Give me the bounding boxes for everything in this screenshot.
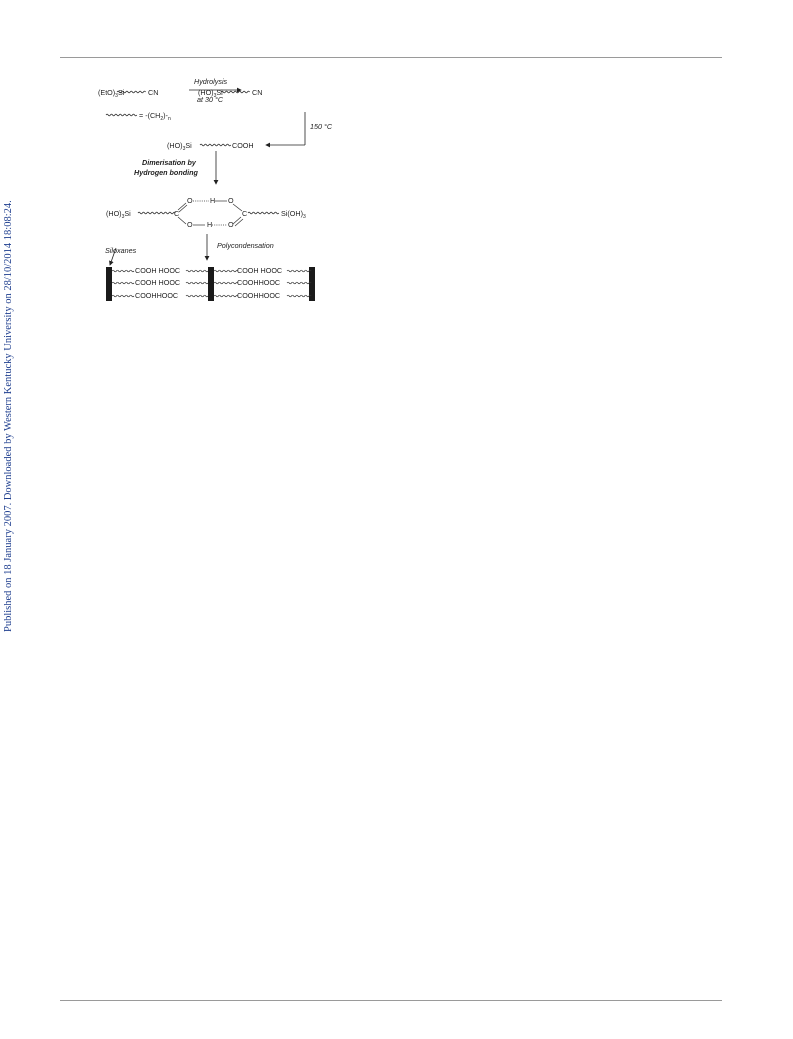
network-chain-wavy <box>185 294 209 298</box>
network-chain-wavy <box>111 281 135 285</box>
publication-sidebar-note: Published on 18 January 2007. Downloaded… <box>3 200 14 632</box>
hydrogen-bonded-dimer: (HO)3Si C O H O O H O C Si(OH)3 <box>106 196 306 229</box>
svg-text:H: H <box>210 196 215 205</box>
svg-text:C: C <box>242 209 247 218</box>
svg-text:COOH: COOH <box>232 141 254 150</box>
siloxanes-label: Siloxanes <box>105 246 137 255</box>
network-chain-wavy <box>111 269 135 273</box>
chain-definition: = -(CH2)-n <box>139 111 171 122</box>
network-chain-wavy <box>213 294 239 298</box>
svg-text:(HO)3Si: (HO)3Si <box>106 209 131 220</box>
carboxylic-acid-product: (HO)3Si COOH <box>167 141 254 152</box>
network-chain-wavy <box>185 269 209 273</box>
svg-text:O: O <box>228 196 234 205</box>
header-rule <box>60 57 722 58</box>
network-acid-pair-label: COOH HOOC <box>135 278 180 287</box>
alkyl-chain-legend-wavy <box>105 113 138 117</box>
network-acid-pair-label: COOH HOOC <box>237 266 282 275</box>
network-chain-wavy <box>213 281 239 285</box>
polycondensation-label: Polycondensation <box>217 241 274 250</box>
svg-text:(HO)3Si: (HO)3Si <box>167 141 192 152</box>
svg-text:O: O <box>228 220 234 229</box>
svg-text:O: O <box>187 220 193 229</box>
network-acid-pair-label: COOHHOOC <box>237 291 280 300</box>
network-acid-pair-label: COOH HOOC <box>135 266 180 275</box>
svg-text:CN: CN <box>148 88 158 97</box>
step1-product: (HO)3Si CN <box>198 88 262 99</box>
alkyl-chain-wavy <box>116 90 146 94</box>
network-acid-pair-label: COOHHOOC <box>237 278 280 287</box>
network-chain-wavy <box>111 294 135 298</box>
hydrolysis-label: Hydrolysis <box>194 77 228 86</box>
alkyl-chain-wavy <box>220 90 250 94</box>
siloxane-network: Siloxanes COOH HOOC COOH HOOC COOH HOOC COO… <box>105 246 315 301</box>
svg-text:C: C <box>174 209 179 218</box>
alkyl-chain-wavy <box>247 211 280 215</box>
reaction-scheme-figure: (EtO)3Si CN Hydrolysis at 30 °C (HO)3Si … <box>98 77 333 301</box>
heating-temperature: 150 °C <box>310 122 333 131</box>
network-chain-wavy <box>286 294 312 298</box>
network-chain-wavy <box>286 281 312 285</box>
svg-text:H: H <box>207 220 212 229</box>
alkyl-chain-wavy <box>137 211 176 215</box>
footer-rule <box>60 1000 722 1001</box>
network-chain-wavy <box>213 269 239 273</box>
hydrolysis-temperature: at 30 °C <box>197 95 224 104</box>
network-acid-pair-label: COOHHOOC <box>135 291 178 300</box>
step1-reactant: (EtO)3Si CN <box>98 88 158 99</box>
svg-text:(EtO)3Si: (EtO)3Si <box>98 88 125 99</box>
alkyl-chain-wavy <box>199 143 232 147</box>
dimerisation-label-line1: Dimerisation by <box>142 158 197 167</box>
svg-text:(HO)3Si: (HO)3Si <box>198 88 223 99</box>
network-chain-wavy <box>286 269 312 273</box>
network-chain-wavy <box>185 281 209 285</box>
svg-text:Si(OH)3: Si(OH)3 <box>281 209 306 220</box>
dimerisation-label-line2: Hydrogen bonding <box>134 168 198 177</box>
svg-text:CN: CN <box>252 88 262 97</box>
siloxanes-pointer-arrow <box>109 247 117 266</box>
svg-text:O: O <box>187 196 193 205</box>
